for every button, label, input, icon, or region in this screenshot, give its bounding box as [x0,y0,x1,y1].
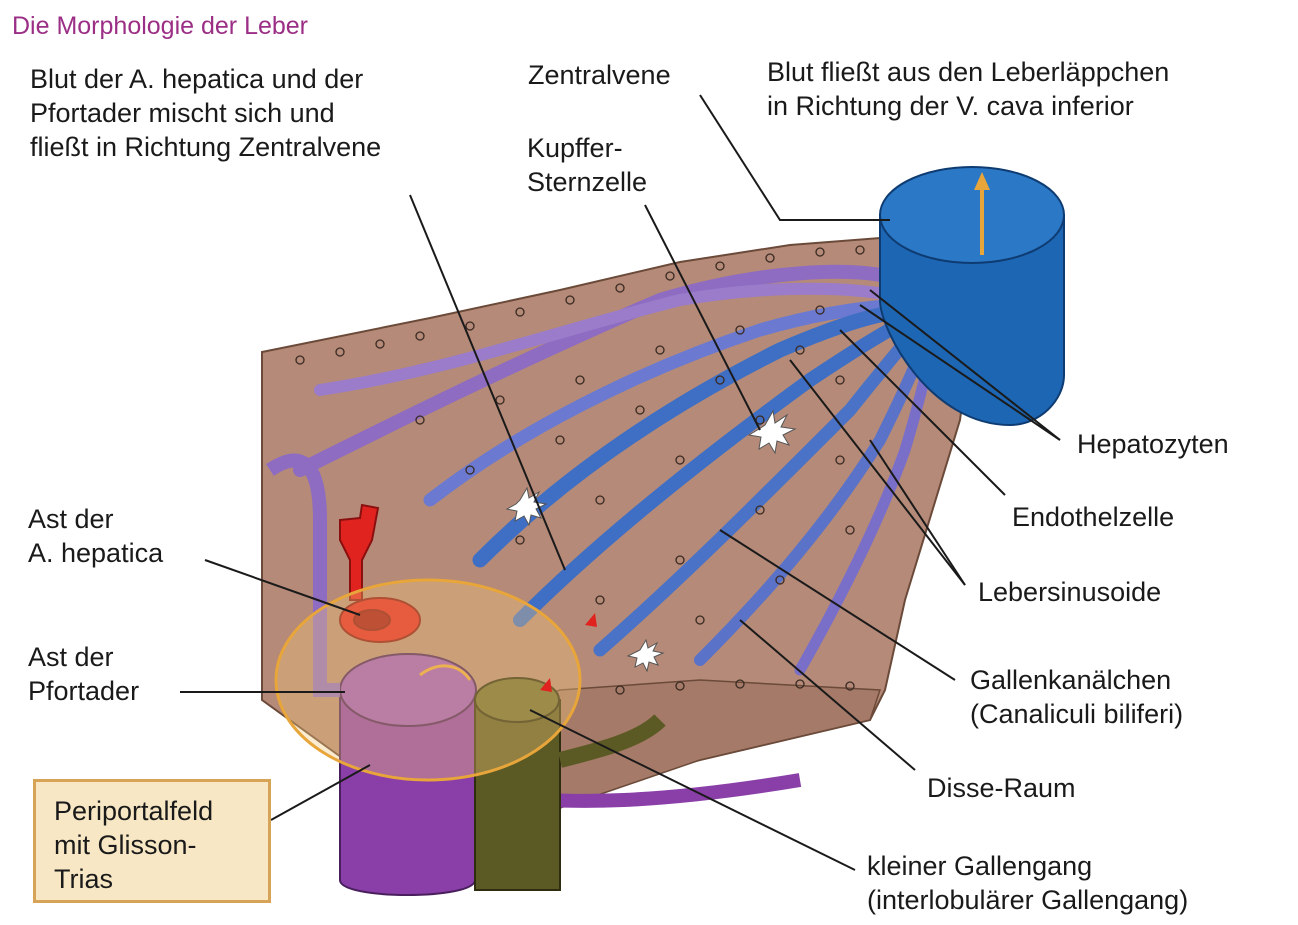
periportal-ring [276,580,580,780]
label-lebersinusoide: Lebersinusoide [978,575,1161,609]
label-endothelzelle: Endothelzelle [1012,500,1174,534]
label-kupffer-sternzelle: Kupffer- Sternzelle [527,131,647,199]
label-ast-a-hepatica: Ast der A. hepatica [28,502,163,570]
label-kleiner-gallengang: kleiner Gallengang (interlobulärer Galle… [867,849,1188,917]
label-disse-raum: Disse-Raum [927,771,1076,805]
label-periportalfeld: Periportalfeld mit Glisson- Trias [54,794,213,896]
label-blood-outflow: Blut fließt aus den Leberläppchen in Ric… [767,55,1169,123]
label-gallenkanaelchen: Gallenkanälchen (Canaliculi biliferi) [970,663,1183,731]
label-hepatozyten: Hepatozyten [1077,427,1229,461]
label-ast-pfortader: Ast der Pfortader [28,640,139,708]
page-title: Die Morphologie der Leber [12,12,308,41]
periportal-box: Periportalfeld mit Glisson- Trias [33,779,271,903]
label-zentralvene: Zentralvene [528,58,671,92]
label-blood-mixing: Blut der A. hepatica und der Pfortader m… [30,62,381,164]
